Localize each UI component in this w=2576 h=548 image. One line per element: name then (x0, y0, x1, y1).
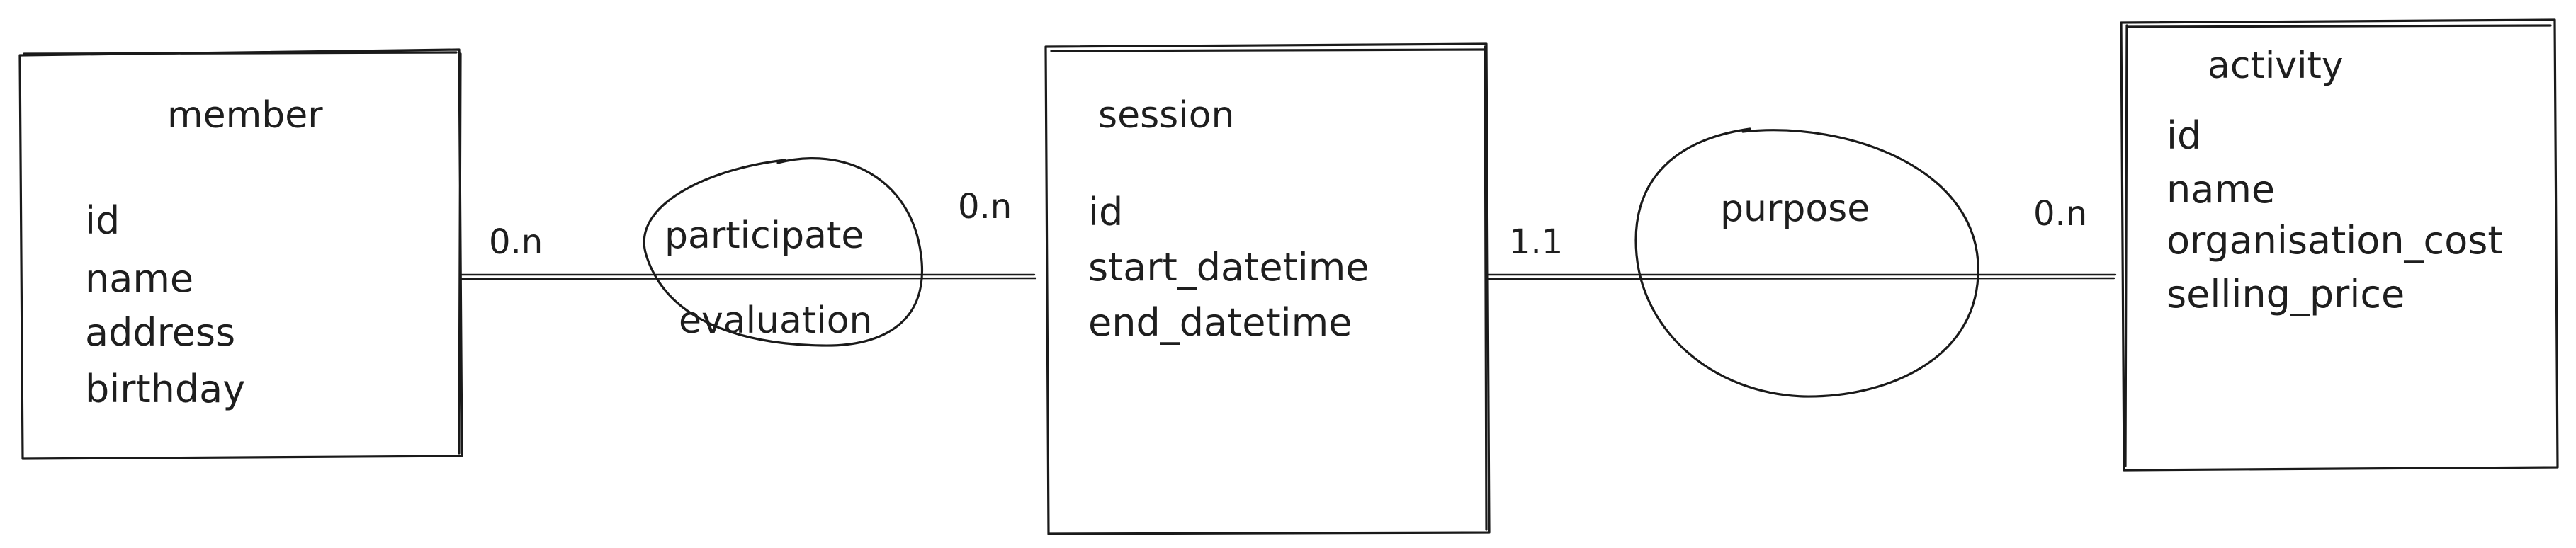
entity-member-attr-address: address (85, 310, 235, 355)
entity-member-title: member (167, 94, 323, 137)
entity-member-attr-name: name (85, 256, 193, 301)
relationship-participate-attr: evaluation (679, 299, 873, 342)
connector-member-participate (461, 273, 1037, 280)
entity-activity-title: activity (2208, 45, 2344, 87)
entity-session-attr-end: end_datetime (1088, 300, 1352, 345)
card-session-purpose: 1.1 (1509, 222, 1563, 262)
entity-session: session id start_datetime end_datetime (1044, 42, 1491, 535)
entity-activity-attr-price: selling_price (2167, 272, 2405, 316)
relationship-purpose: purpose 1.1 0.n (1509, 127, 2087, 398)
relationship-participate-name: participate (665, 215, 864, 257)
entity-member-attr-id: id (85, 198, 120, 243)
entity-session-title: session (1098, 94, 1235, 137)
card-participate-session: 0.n (958, 187, 1012, 227)
relationship-purpose-name: purpose (1720, 188, 1870, 230)
entity-activity-attr-id: id (2167, 113, 2201, 158)
relationship-participate-ellipse (643, 157, 923, 347)
relationship-purpose-ellipse (1634, 127, 1979, 398)
entity-session-attr-start: start_datetime (1088, 245, 1369, 290)
entity-activity-attr-cost: organisation_cost (2167, 218, 2503, 263)
entity-member: member id name address birthday (18, 48, 463, 460)
relationship-participate: participate evaluation 0.n 0.n (489, 157, 1012, 347)
entity-activity-attr-name: name (2167, 167, 2275, 212)
entity-session-attr-id: id (1088, 190, 1123, 234)
entity-member-box (18, 48, 463, 460)
entity-session-box (1044, 42, 1491, 535)
card-purpose-activity: 0.n (2033, 194, 2087, 234)
card-member-participate: 0.n (489, 222, 543, 262)
entity-activity: activity id name organisation_cost selli… (2120, 18, 2559, 472)
connector-session-activity (1485, 273, 2117, 280)
entity-member-attr-birthday: birthday (85, 367, 245, 411)
entity-activity-box (2120, 18, 2559, 472)
